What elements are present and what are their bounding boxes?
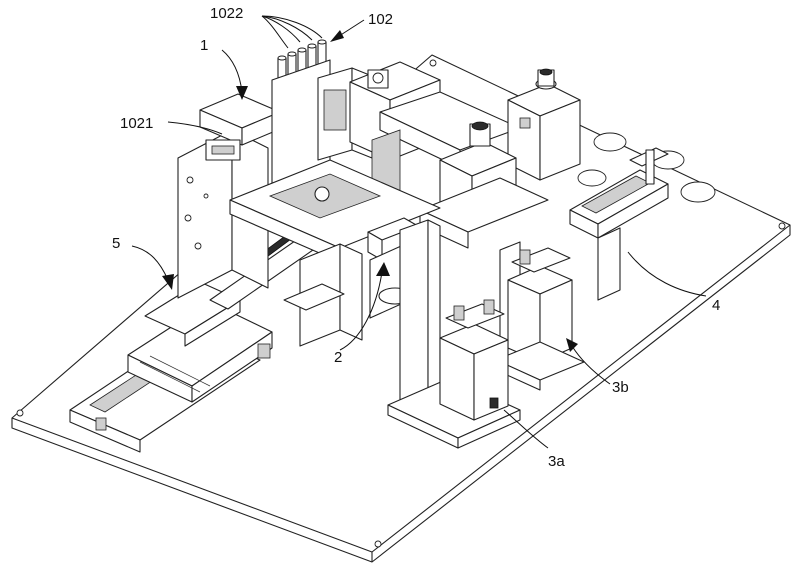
rear-cylinder — [507, 68, 581, 181]
label-2: 2 — [334, 349, 342, 366]
label-3a: 3a — [548, 453, 565, 470]
motor-unit-3a — [439, 299, 509, 421]
middle-cylinder — [419, 121, 549, 249]
label-4: 4 — [712, 297, 720, 314]
label-1022: 1022 — [210, 5, 243, 22]
motor-unit-3b — [495, 247, 585, 391]
annotation-leaders — [131, 15, 707, 449]
label-102: 102 — [368, 11, 393, 28]
right-slide-4 — [569, 147, 669, 301]
callout-labels: 1022 102 1 1021 5 2 4 3b 3a — [112, 5, 720, 470]
label-5: 5 — [112, 235, 120, 252]
label-1021: 1021 — [120, 115, 153, 132]
central-frame — [349, 61, 521, 223]
label-1: 1 — [200, 37, 208, 54]
label-3b: 3b — [612, 379, 629, 396]
